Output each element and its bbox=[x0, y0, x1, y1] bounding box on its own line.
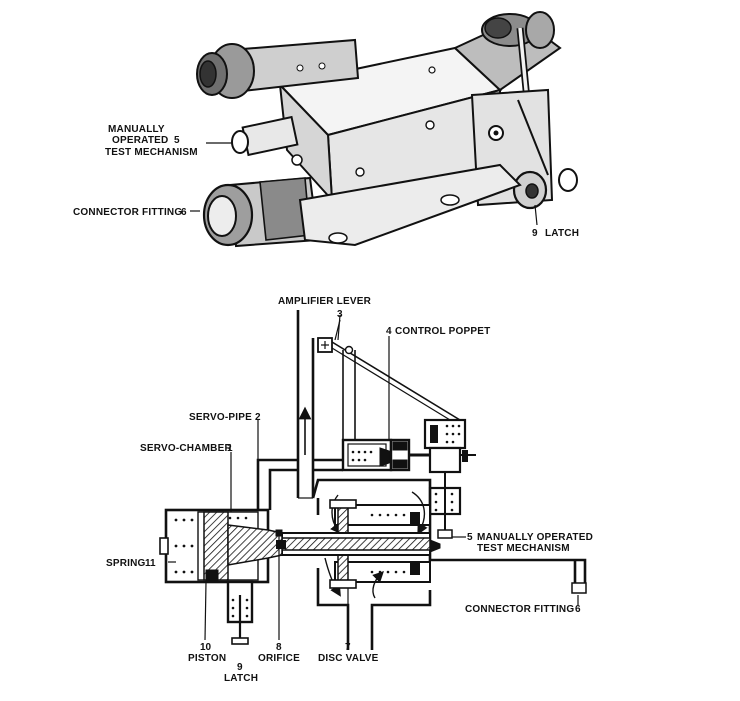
base-plate bbox=[298, 163, 522, 247]
amplifier-lever bbox=[296, 310, 315, 499]
latch-mechanism bbox=[205, 569, 254, 645]
label-connector-number-2: 6 bbox=[575, 604, 581, 615]
label-orifice: ORIFICE bbox=[258, 653, 300, 664]
label-manually-line2: OPERATED bbox=[112, 135, 168, 146]
label-disc-valve: DISC VALVE bbox=[318, 653, 379, 664]
valve-assembly-illustration bbox=[190, 11, 578, 248]
disc-valve-housing bbox=[311, 478, 587, 650]
label-test-mechanism: TEST MECHANISM bbox=[477, 543, 570, 554]
label-latch-2: LATCH bbox=[224, 673, 258, 684]
piston-shaft bbox=[281, 532, 441, 556]
label-spring: SPRING bbox=[106, 558, 146, 569]
label-manually-line3: TEST MECHANISM bbox=[105, 147, 198, 158]
label-connector-number: 6 bbox=[181, 207, 187, 218]
label-control-poppet-number: 4 bbox=[386, 326, 392, 337]
control-poppet bbox=[341, 364, 432, 472]
test-mechanism-block bbox=[423, 418, 476, 539]
label-latch-number: 9 bbox=[532, 228, 538, 239]
label-manually-operated: MANUALLY OPERATED bbox=[477, 532, 593, 543]
label-latch: LATCH bbox=[545, 228, 579, 239]
label-piston-number: 10 bbox=[200, 642, 212, 653]
hydraulic-schematic bbox=[159, 310, 587, 650]
top-labels: MANUALLY OPERATED 5 TEST MECHANISM CONNE… bbox=[73, 124, 579, 239]
connector-fitting-part bbox=[190, 176, 320, 248]
label-piston: PISTON bbox=[188, 653, 226, 664]
label-servo-chamber: SERVO-CHAMBER bbox=[140, 443, 232, 454]
orifice bbox=[275, 529, 283, 640]
label-servo-pipe: SERVO-PIPE bbox=[189, 412, 252, 423]
label-control-poppet: CONTROL POPPET bbox=[395, 326, 490, 337]
label-connector-fitting: CONNECTOR FITTING bbox=[73, 207, 182, 218]
label-servo-pipe-number: 2 bbox=[255, 412, 261, 423]
label-manually-number: 5 bbox=[174, 135, 180, 146]
label-connector-fitting-2: CONNECTOR FITTING bbox=[465, 604, 574, 615]
label-amplifier-lever: AMPLIFIER LEVER bbox=[278, 296, 372, 307]
label-spring-number: 11 bbox=[145, 558, 156, 569]
left-coupling bbox=[196, 38, 360, 99]
lever-linkage bbox=[317, 319, 461, 440]
label-amplifier-number: 3 bbox=[337, 309, 343, 320]
label-servo-chamber-number: 1 bbox=[227, 443, 233, 454]
label-manually-line1: MANUALLY bbox=[108, 124, 165, 135]
schematic-labels: AMPLIFIER LEVER 3 4 CONTROL POPPET SERVO… bbox=[106, 296, 593, 684]
label-orifice-number: 8 bbox=[276, 642, 282, 653]
label-latch-number-2: 9 bbox=[237, 662, 243, 673]
test-mechanism-part bbox=[206, 115, 303, 166]
label-manually-number-2: 5 bbox=[467, 532, 473, 543]
piston bbox=[203, 511, 286, 581]
label-disc-valve-number: 7 bbox=[345, 642, 351, 653]
leader-lines bbox=[168, 314, 579, 650]
